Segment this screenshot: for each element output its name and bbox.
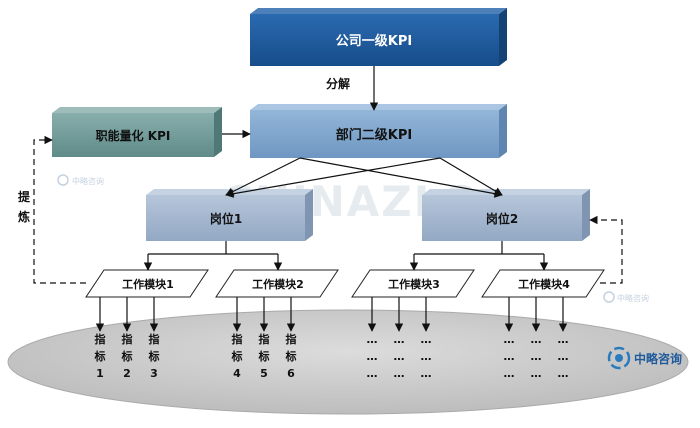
module2-indicator-2-char-3: 5	[260, 367, 268, 380]
module3-indicator-2-char-3: …	[394, 367, 405, 380]
module1-indicator-3-char-3: 3	[150, 367, 158, 380]
module1-indicator-2-char-2: 标	[121, 349, 133, 363]
module4-indicator-3-char-2: …	[558, 350, 569, 363]
module1-label: 工作模块1	[122, 277, 174, 291]
module1-box: 工作模块1	[85, 269, 209, 298]
arrow-dept-to-post2-b	[439, 157, 503, 196]
module2-indicator-1-char-1: 指	[232, 332, 243, 346]
watermark-logo-small: 中略咨询	[57, 174, 104, 186]
function-kpi-label: 职能量化 KPI	[96, 128, 171, 143]
module1-indicator-1-char-3: 1	[96, 367, 104, 380]
module3-indicator-3-char-2: …	[421, 350, 432, 363]
dept-kpi-label: 部门二级KPI	[336, 127, 412, 143]
watermark-logo-small-2: 中略咨询	[603, 291, 649, 303]
module2-label: 工作模块2	[252, 277, 304, 291]
module1-indicator-3-char-2: 标	[148, 349, 160, 363]
module3-box: 工作模块3	[351, 269, 475, 298]
watermark-logo-small-2-text: 中略咨询	[617, 293, 649, 303]
module3-indicator-3-char-3: …	[421, 367, 432, 380]
module4-label: 工作模块4	[518, 277, 570, 291]
indicator-pool-ellipse	[7, 309, 689, 415]
module3-indicator-2-char-1: …	[394, 333, 405, 346]
indicators-group: 指标1指标2指标3指标4指标5指标6………………………………………………	[94, 297, 569, 380]
module3-indicator-1-char-3: …	[367, 367, 378, 380]
module4-indicator-1-char-1: …	[504, 333, 515, 346]
module2-indicator-1-char-3: 4	[233, 367, 241, 380]
company-kpi-label: 公司一级KPI	[336, 33, 412, 49]
function-kpi-box: 职能量化 KPI	[52, 107, 222, 157]
module2-indicator-3-char-3: 6	[287, 367, 295, 380]
arrow-dept-to-post1-b	[225, 157, 441, 198]
module4-indicator-3-char-3: …	[558, 367, 569, 380]
module1-indicator-1-char-1: 指	[95, 332, 106, 346]
watermark-logo-small-text: 中略咨询	[72, 176, 104, 186]
connectors	[143, 66, 549, 271]
module3-indicator-1-char-2: …	[367, 350, 378, 363]
module2-indicator-3-char-2: 标	[285, 349, 297, 363]
module4-indicator-3-char-1: …	[558, 333, 569, 346]
module2-indicator-3-char-1: 指	[286, 332, 297, 346]
arrow-dept-to-post1-a	[225, 157, 301, 196]
module4-indicator-2-char-1: …	[531, 333, 542, 346]
module1-indicator-2-char-3: 2	[123, 367, 131, 380]
module1-indicator-1-char-2: 标	[94, 349, 106, 363]
module4-indicator-2-char-3: …	[531, 367, 542, 380]
company-kpi-box: 公司一级KPI	[250, 8, 507, 66]
module3-indicator-2-char-2: …	[394, 350, 405, 363]
post2-label: 岗位2	[486, 211, 518, 226]
dashed-module4-to-post2	[589, 215, 623, 284]
post1-box: 岗位1	[146, 189, 313, 241]
corner-logo: 中略咨询	[607, 346, 682, 370]
module3-label: 工作模块3	[388, 277, 440, 291]
module3-indicator-1-char-1: …	[367, 333, 378, 346]
post2-box: 岗位2	[422, 189, 590, 241]
module3-indicator-3-char-1: …	[421, 333, 432, 346]
logo-icon	[607, 346, 631, 370]
module4-indicator-1-char-3: …	[504, 367, 515, 380]
decompose-label: 分解	[326, 76, 350, 91]
module2-box: 工作模块2	[215, 269, 339, 298]
module1-indicator-2-char-1: 指	[122, 332, 133, 346]
module1-indicator-3-char-1: 指	[149, 332, 160, 346]
module2-indicator-2-char-2: 标	[258, 349, 270, 363]
post1-label: 岗位1	[210, 211, 242, 226]
dashed-module1-to-function	[33, 135, 86, 284]
module4-box: 工作模块4	[481, 269, 605, 298]
extract-label-1: 提	[18, 189, 31, 204]
module4-indicator-1-char-2: …	[504, 350, 515, 363]
extract-label-2: 炼	[18, 209, 30, 224]
module2-indicator-2-char-1: 指	[259, 332, 270, 346]
dept-kpi-box: 部门二级KPI	[250, 104, 507, 158]
logo-text: 中略咨询	[634, 351, 682, 366]
module2-indicator-1-char-2: 标	[231, 349, 243, 363]
arrow-dept-to-post2-a	[299, 157, 503, 198]
dashed-feedback	[33, 135, 623, 284]
module4-indicator-2-char-2: …	[531, 350, 542, 363]
